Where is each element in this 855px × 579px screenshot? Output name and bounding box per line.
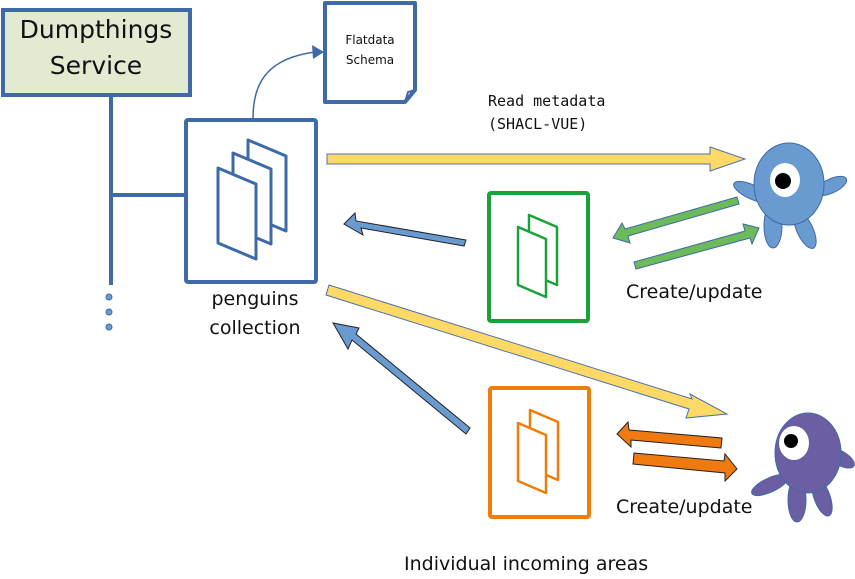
service-title-line1: Dumpthings [19,15,173,44]
read-metadata-line2: (SHACL-VUE) [488,115,588,133]
collection-label-line2: collection [209,317,301,339]
schema-title: Flatdata Schema [326,30,414,70]
orange-to-collection-arrow [332,322,471,435]
service-title: Dumpthings Service [4,12,188,84]
schema-title-line2: Schema [345,53,395,67]
orange-pages-icon [516,408,560,495]
green-to-collection-arrow [343,211,467,247]
more-dot-3 [105,323,113,331]
collection-label-line1: penguins [211,288,299,310]
read-metadata-arrow [326,146,747,172]
green-pages-icon [516,213,559,299]
more-dot-1 [105,293,113,301]
schema-title-line1: Flatdata [345,33,395,47]
green-create-arrow-right [633,223,760,270]
service-title-line2: Service [49,51,143,80]
orange-create-arrow-right [632,452,738,483]
blue-user-creature [733,142,848,249]
collection-label: penguins collection [180,285,330,343]
service-box[interactable] [1,8,192,97]
schema-document-fold [404,89,416,103]
green-create-arrow-left [612,196,740,244]
collection-pages-icon [216,138,288,261]
read-metadata-line1: Read metadata [488,92,606,110]
schema-link-arrowhead [312,45,324,59]
orange-create-update-label: Create/update [616,496,753,518]
read-metadata-label: Read metadata (SHACL-VUE) [488,90,605,136]
orange-create-arrow-left [616,420,723,449]
more-dot-2 [105,308,113,316]
incoming-areas-label: Individual incoming areas [404,553,649,575]
schema-link-arrow [252,51,316,119]
schema-document[interactable] [323,1,417,104]
read-metadata-arrow-2 [325,284,729,419]
green-create-update-label: Create/update [626,281,763,303]
purple-user-creature [751,412,855,523]
